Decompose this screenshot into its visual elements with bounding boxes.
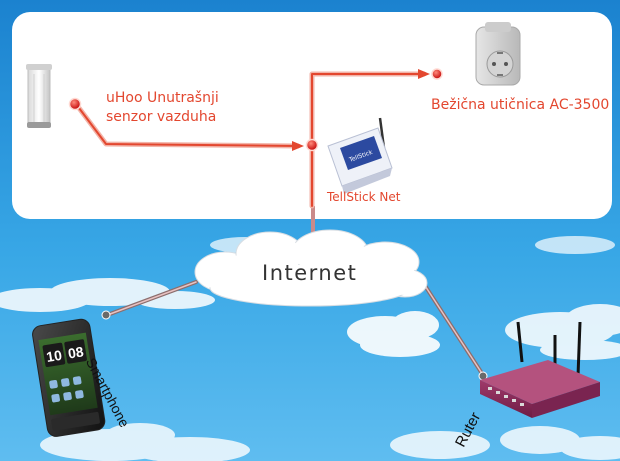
tellstick-label: TellStick Net (327, 190, 401, 204)
internet-label: Internet (262, 261, 358, 285)
arrow-head-socket (418, 69, 430, 79)
socket-label: Bežična utičnica AC-3500 (431, 97, 610, 113)
phone-clock-hours: 10 (45, 347, 63, 365)
connection-dots (68, 68, 443, 152)
dot-socket (431, 68, 443, 80)
home-links (73, 69, 430, 209)
dot-smartphone (101, 310, 111, 320)
sensor-label: uHoo Unutrašnji senzor vazduha (106, 89, 219, 127)
dot-tellstick (305, 138, 319, 152)
internet-cloud (194, 229, 428, 307)
smartphone-icon: 10 08 (32, 318, 106, 437)
sensor-label-line1: uHoo Unutrašnji (106, 90, 219, 106)
arrow-head-tellstick (292, 141, 304, 151)
sensor-label-line2: senzor vazduha (106, 109, 217, 125)
router-icon (480, 321, 600, 418)
dot-sensor (68, 97, 82, 111)
background-clouds (0, 236, 620, 461)
phone-clock-minutes: 08 (67, 343, 85, 361)
smart-socket-icon (475, 22, 521, 86)
sensor-device-icon (26, 64, 52, 128)
tellstick-device-icon: TellStick (327, 117, 393, 194)
